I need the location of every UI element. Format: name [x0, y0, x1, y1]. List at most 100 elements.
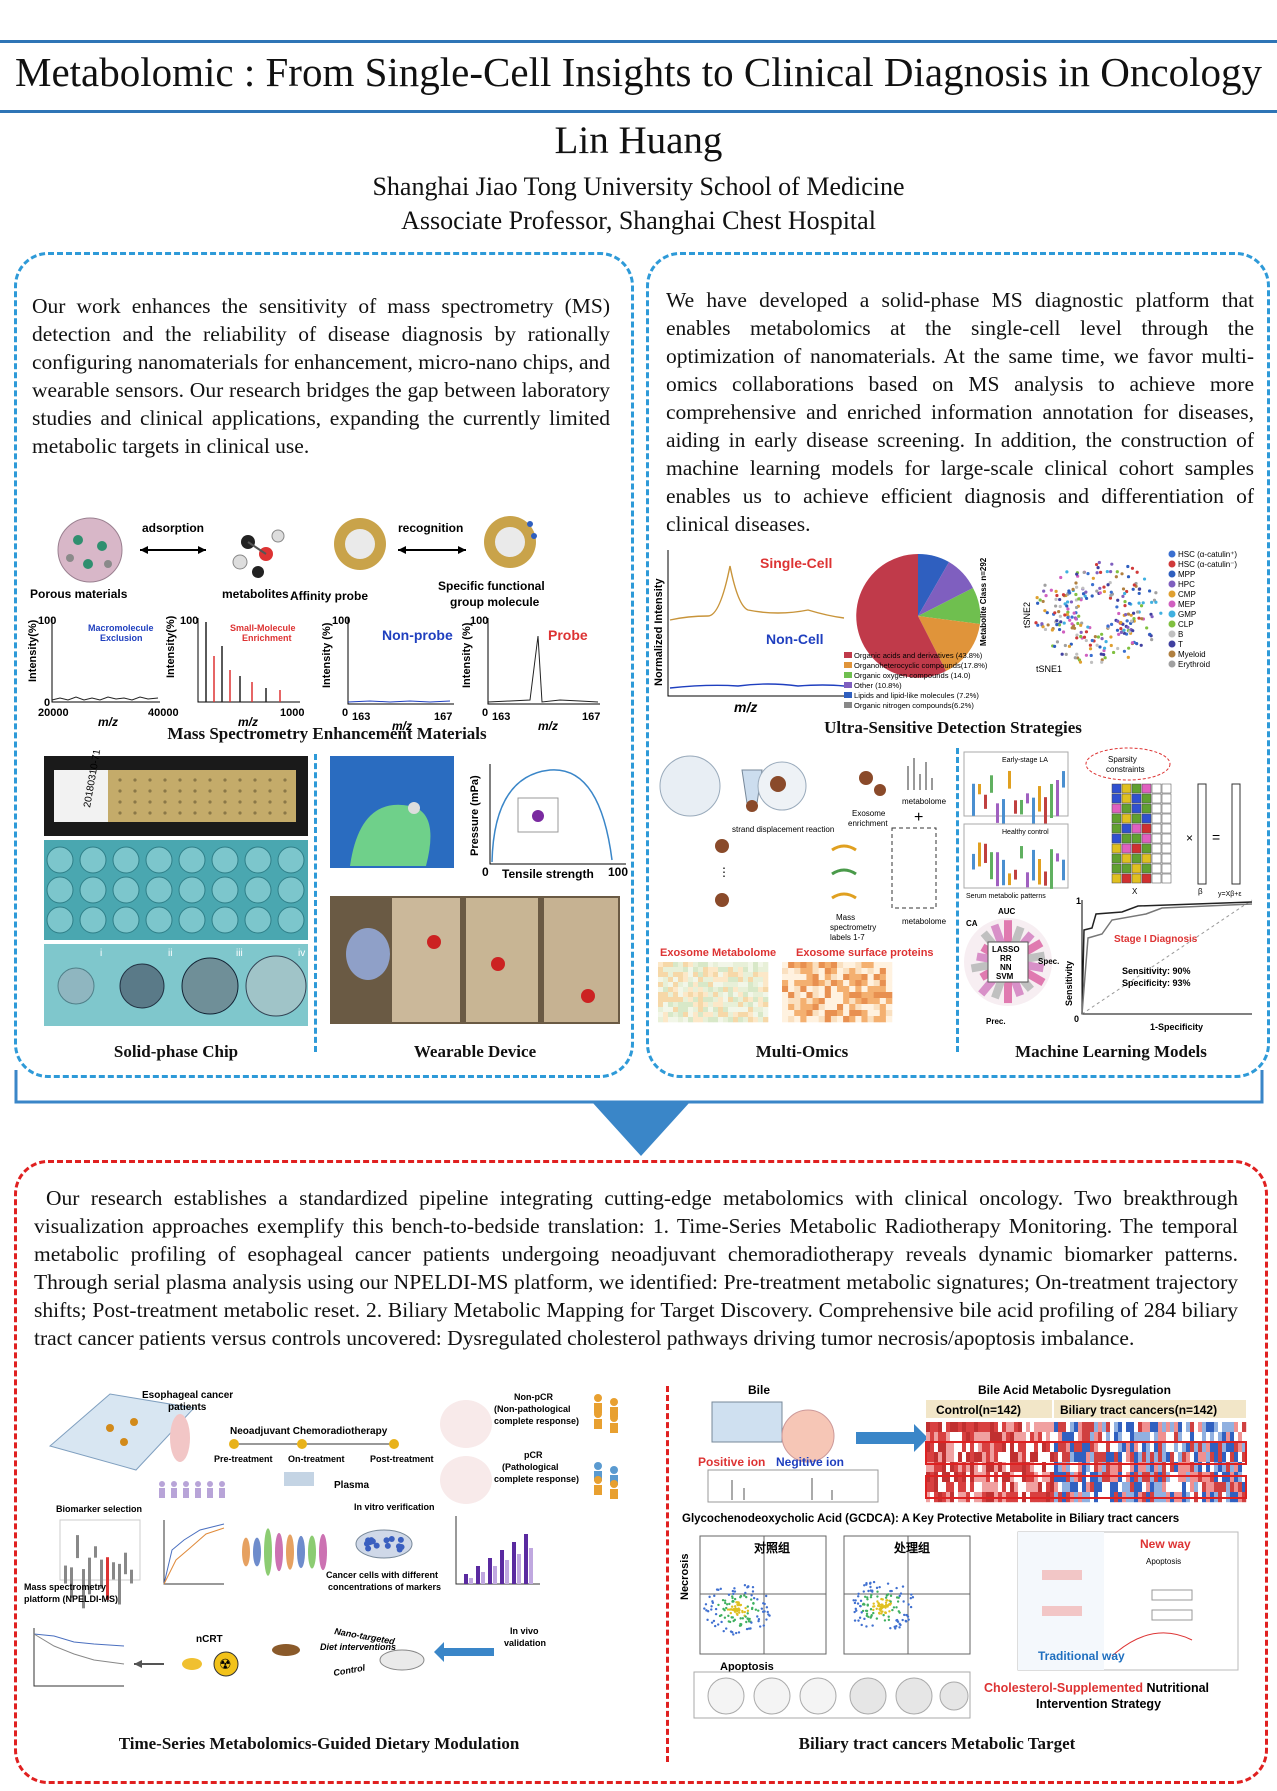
svg-text:对照组: 对照组 [754, 1540, 790, 1555]
tsne-point [1084, 638, 1088, 643]
bile-heatmap-cell [1230, 1482, 1235, 1493]
heatmap-cell [806, 962, 813, 969]
heatmap-cell [879, 1016, 887, 1023]
heatmap-cell [855, 968, 862, 975]
bile-heatmap-cell [1034, 1442, 1039, 1453]
tsne-point [1154, 591, 1158, 595]
spectrum-bar [1020, 799, 1023, 815]
svg-text:Sensitivity: Sensitivity [1064, 961, 1074, 1006]
bile-heatmap-cell [1002, 1472, 1007, 1483]
bile-heatmap-cell [1054, 1482, 1059, 1493]
radar-bar [970, 961, 989, 973]
bile-heatmap-cell [1078, 1462, 1083, 1473]
tsne-point [1065, 604, 1069, 608]
matrix-cell [1131, 823, 1142, 834]
bile-heatmap-cell [1078, 1452, 1083, 1463]
heatmap-cell [818, 1004, 826, 1011]
svg-text:LASSO: LASSO [992, 945, 1020, 954]
bile-heatmap-cell [1238, 1482, 1243, 1493]
person-icon [219, 1488, 225, 1498]
heatmap-cell [788, 968, 795, 975]
bile-heatmap-cell [1054, 1462, 1059, 1473]
spectrum-bar [1008, 770, 1011, 789]
tsne-point [1123, 600, 1127, 604]
svg-text:100: 100 [180, 615, 198, 627]
heatmap-cell [668, 962, 674, 968]
svg-text:Affinity probe: Affinity probe [290, 589, 368, 603]
heatmap-cell [703, 987, 709, 993]
bile-heatmap-cell [1182, 1462, 1187, 1473]
tsne-point [1091, 576, 1095, 580]
heatmap-cell [800, 998, 807, 1005]
chip-well [46, 876, 74, 904]
chip-spot [148, 800, 152, 804]
spectrum-bar [996, 852, 999, 887]
flow-point [907, 1603, 910, 1606]
tsne-point [1084, 596, 1089, 601]
bile-heatmap-cell [1142, 1442, 1147, 1453]
bile-heatmap-cell [1154, 1452, 1159, 1463]
bile-heatmap-cell [1154, 1422, 1159, 1433]
bile-heatmap-cell [1182, 1482, 1187, 1493]
result-bar [512, 1542, 516, 1584]
bile-heatmap-cell [1142, 1482, 1147, 1493]
result-bar [524, 1534, 528, 1584]
bile-heatmap-cell [1038, 1422, 1043, 1433]
bile-heatmap-cell [1218, 1462, 1223, 1473]
svg-text:1: 1 [1076, 896, 1081, 906]
bile-heatmap-cell [1158, 1442, 1163, 1453]
detection-strategies-figure: Normalized Intensity Single-Cell Non-Cel… [653, 550, 1237, 715]
heatmap-cell [738, 972, 744, 978]
svg-text:0: 0 [1074, 1014, 1079, 1024]
flow-point [722, 1607, 725, 1611]
heatmap-cell [658, 982, 664, 988]
matrix-cell [1111, 873, 1122, 884]
heatmap-cell [748, 987, 754, 993]
svg-text:Early-stage LA: Early-stage LA [1002, 757, 1048, 764]
bile-heatmap-cell [1102, 1422, 1107, 1433]
bile-heatmap-cell [994, 1452, 999, 1463]
heatmap-cell [668, 967, 674, 973]
heatmap-cell [673, 977, 679, 983]
heatmap-cell [885, 998, 893, 1005]
flow-point [857, 1619, 860, 1622]
tsne-point [1125, 589, 1129, 594]
bile-heatmap-cell [1174, 1452, 1179, 1463]
tsne-point [1121, 622, 1125, 626]
heatmap-cell [698, 982, 704, 988]
bile-heatmap-cell [926, 1432, 931, 1443]
heatmap-cell [849, 974, 856, 981]
flow-point [746, 1605, 749, 1608]
tsne-legend-swatch [1168, 630, 1176, 638]
heatmap-cell [753, 982, 759, 988]
bile-heatmap-cell [1146, 1472, 1151, 1483]
bile-heatmap-cell [1118, 1452, 1123, 1463]
left-panel-text: Our work enhances the sensitivity of mas… [32, 294, 610, 458]
bile-heatmap-cell [1054, 1472, 1059, 1483]
tsne-point [1082, 635, 1087, 639]
bile-heatmap-cell [1114, 1442, 1119, 1453]
spectrum-bar [984, 794, 987, 809]
svg-text:platform (NPELDI-MS): platform (NPELDI-MS) [24, 1594, 118, 1604]
bile-heatmap-cell [1170, 1472, 1175, 1483]
bile-heatmap-cell [934, 1422, 939, 1433]
svg-text:Non-pCR: Non-pCR [514, 1392, 553, 1402]
heatmap-cell [723, 1007, 729, 1013]
tsne-point [1129, 613, 1133, 617]
flow-point [767, 1613, 770, 1616]
flow-point [883, 1619, 887, 1622]
heatmap-cell [743, 987, 749, 993]
flow-point [733, 1597, 737, 1601]
bile-heatmap-cell [1230, 1472, 1235, 1483]
bile-heatmap-cell [1214, 1472, 1219, 1483]
bile-heatmap-cell [1234, 1422, 1239, 1433]
heatmap-cell [723, 1017, 729, 1023]
bile-heatmap-cell [1166, 1472, 1171, 1483]
heatmap-cell [788, 998, 795, 1005]
matrix-cell [1121, 803, 1132, 814]
flow-point [872, 1580, 876, 1584]
matrix-cell [1121, 783, 1132, 794]
tsne-point [1150, 600, 1154, 604]
bile-heatmap-cell [1078, 1422, 1083, 1433]
heatmap-cell [861, 968, 868, 975]
